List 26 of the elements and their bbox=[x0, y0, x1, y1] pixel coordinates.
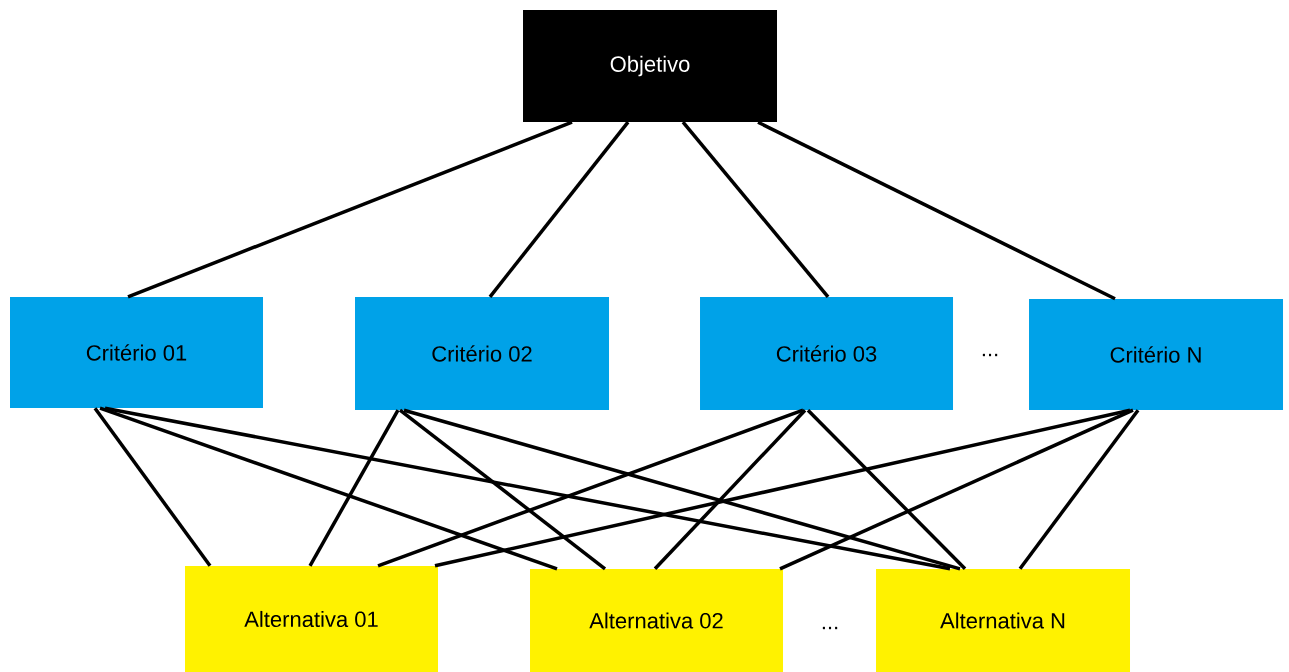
alternative-box: Alternativa 02 bbox=[530, 569, 783, 672]
connector-line bbox=[779, 408, 1134, 571]
connector-line bbox=[488, 121, 630, 298]
connector-line bbox=[434, 408, 1131, 568]
criterion-box: Critério 02 bbox=[355, 297, 609, 410]
connector-line bbox=[93, 407, 212, 567]
connector-line bbox=[806, 408, 967, 571]
alternative-box: Alternativa N bbox=[876, 569, 1130, 672]
criterion-box: Critério N bbox=[1029, 299, 1283, 410]
connector-line bbox=[653, 409, 807, 570]
connector-line bbox=[681, 121, 830, 298]
connector-line bbox=[1018, 409, 1140, 570]
connector-line bbox=[377, 408, 804, 568]
criterion-box: Critério 03 bbox=[700, 297, 953, 410]
connector-line bbox=[104, 406, 951, 571]
ellipsis: ... bbox=[822, 626, 838, 630]
connector-line bbox=[403, 408, 961, 571]
connector-line bbox=[308, 409, 400, 567]
connector-line bbox=[127, 120, 573, 299]
connector-line bbox=[99, 406, 558, 571]
ellipsis: ... bbox=[982, 353, 998, 357]
goal-box: Objetivo bbox=[523, 10, 777, 122]
alternative-box: Alternativa 01 bbox=[185, 566, 438, 672]
connector-line bbox=[398, 408, 607, 571]
criterion-box: Critério 01 bbox=[10, 297, 263, 408]
connector-line bbox=[757, 120, 1116, 301]
